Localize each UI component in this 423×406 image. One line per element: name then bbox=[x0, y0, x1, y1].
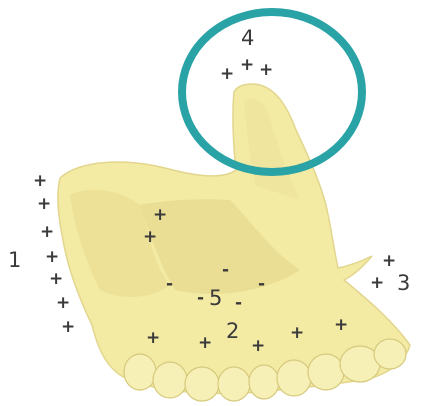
plus-marker: + bbox=[334, 317, 348, 334]
minus-marker: - bbox=[235, 295, 242, 312]
plus-marker: + bbox=[382, 253, 396, 270]
tooth bbox=[218, 367, 250, 401]
tooth bbox=[374, 339, 406, 369]
plus-marker: + bbox=[290, 325, 304, 342]
tooth bbox=[153, 362, 187, 398]
label-2: 2 bbox=[226, 321, 239, 342]
plus-marker: + bbox=[45, 249, 59, 266]
plus-marker: + bbox=[251, 338, 265, 355]
plus-marker: + bbox=[146, 330, 160, 347]
plus-marker: + bbox=[56, 295, 70, 312]
plus-marker: + bbox=[198, 335, 212, 352]
minus-marker: - bbox=[166, 276, 173, 293]
tooth bbox=[308, 354, 344, 390]
label-4: 4 bbox=[241, 28, 254, 49]
plus-marker: + bbox=[40, 224, 54, 241]
label-3: 3 bbox=[397, 273, 410, 294]
tooth bbox=[185, 367, 219, 401]
label-1: 1 bbox=[8, 250, 21, 271]
tooth bbox=[124, 354, 156, 390]
plus-marker: + bbox=[370, 275, 384, 292]
label-5: 5 bbox=[209, 288, 222, 309]
tooth bbox=[277, 360, 311, 396]
plus-marker: + bbox=[61, 319, 75, 336]
plus-marker: + bbox=[33, 173, 47, 190]
plus-marker: + bbox=[143, 229, 157, 246]
plus-marker: + bbox=[240, 57, 254, 74]
plus-marker: + bbox=[37, 196, 51, 213]
minus-marker: - bbox=[222, 262, 229, 279]
minus-marker: - bbox=[197, 290, 204, 307]
tooth bbox=[249, 365, 279, 399]
plus-marker: + bbox=[259, 62, 273, 79]
plus-marker: + bbox=[153, 207, 167, 224]
minus-marker: - bbox=[258, 276, 265, 293]
plus-marker: + bbox=[220, 66, 234, 83]
plus-marker: + bbox=[49, 271, 63, 288]
